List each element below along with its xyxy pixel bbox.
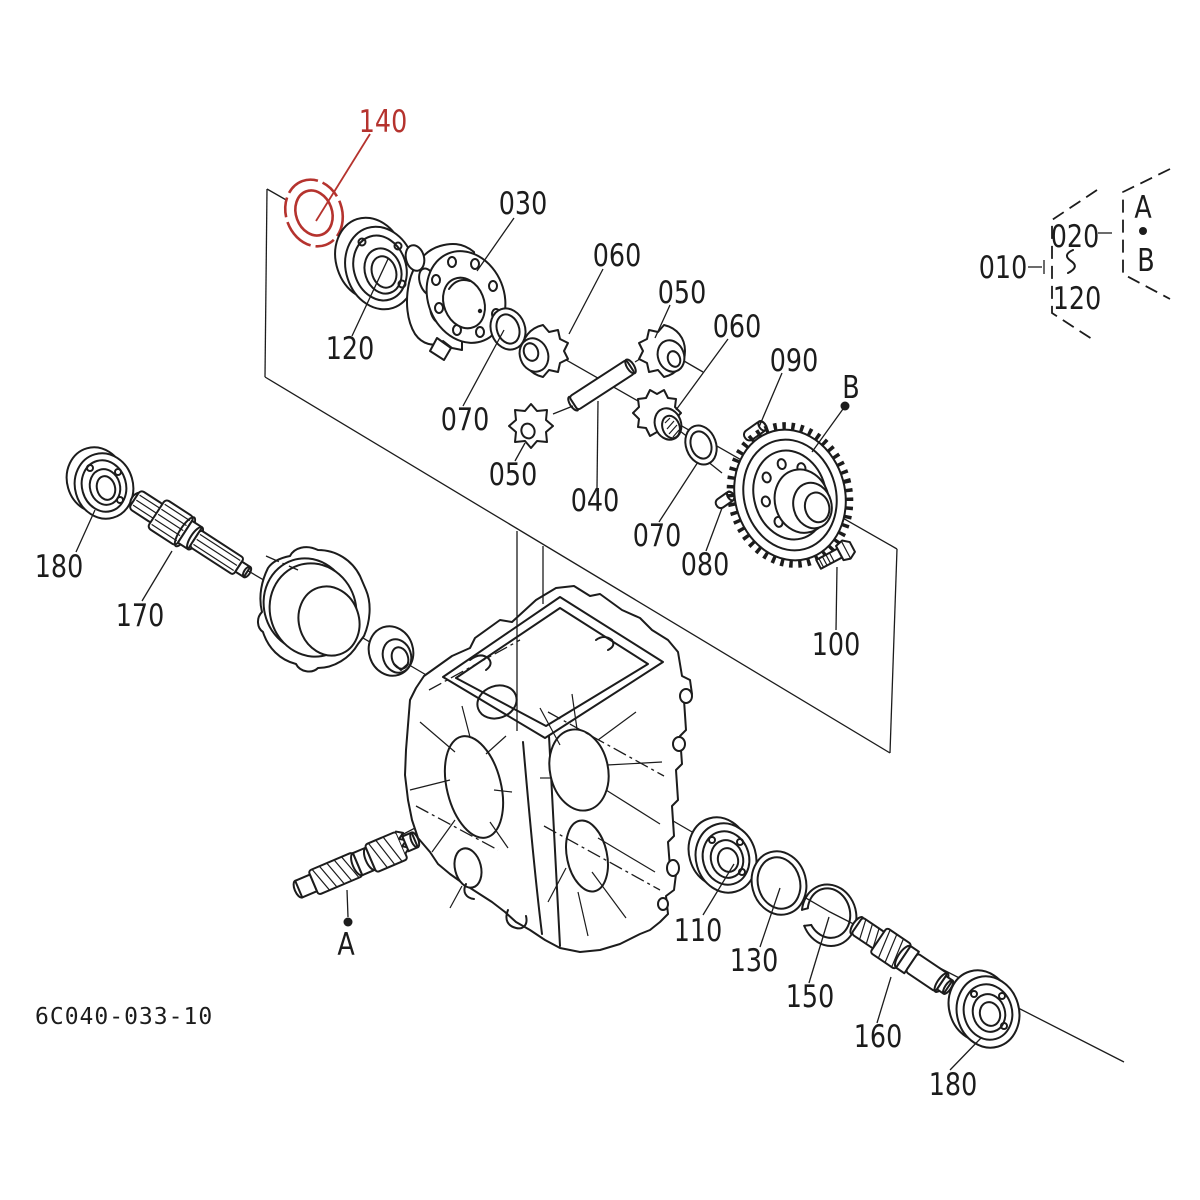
leader-060-1 [568, 268, 604, 335]
leader-030 [476, 217, 515, 272]
legend-dot [1139, 227, 1147, 235]
label-legend-120: 120 [1053, 281, 1101, 317]
section-dot-A-point [343, 917, 353, 927]
label-060-1: 060 [593, 238, 641, 274]
legend-brackets [1028, 168, 1171, 342]
section-point-dots [343, 227, 1147, 927]
label-120: 120 [326, 331, 374, 367]
section-dot-B-point [840, 401, 850, 411]
label-090: 090 [770, 343, 818, 379]
part-180-bearing-left [65, 446, 135, 520]
label-A-point: A [337, 927, 355, 963]
leader-050-1 [654, 304, 671, 339]
label-160: 160 [854, 1019, 902, 1055]
label-110: 110 [674, 913, 722, 949]
label-070-2: 070 [633, 518, 681, 554]
label-130: 130 [730, 943, 778, 979]
leader-110 [702, 863, 735, 916]
leader-130 [759, 887, 781, 948]
label-legend-B: B [1137, 243, 1154, 279]
label-100: 100 [812, 627, 860, 663]
section-plate-front-edges [264, 376, 898, 754]
part-140-shim-ring [283, 178, 345, 248]
leader-090 [758, 372, 783, 428]
label-legend-A: A [1134, 190, 1152, 226]
leader-040 [596, 400, 599, 489]
label-050-1: 050 [658, 275, 706, 311]
label-060-2: 060 [713, 309, 761, 345]
label-150: 150 [786, 979, 834, 1015]
label-180-1: 180 [35, 549, 83, 585]
leader-060-2 [675, 338, 729, 411]
leader-lines [75, 133, 982, 1071]
leader-140 [315, 133, 371, 222]
label-legend-020: 020 [1051, 219, 1099, 255]
part-160-spline-shaft [849, 915, 955, 995]
part-060-bevel-gear-left [518, 324, 569, 378]
leader-050-2 [514, 442, 526, 462]
label-140: 140 [359, 104, 407, 140]
leader-080 [705, 507, 723, 552]
leader-120 [351, 258, 389, 337]
leader-070-2 [658, 461, 699, 523]
label-040: 040 [571, 483, 619, 519]
part-070-thrust-washer-right [684, 424, 718, 466]
label-170: 170 [116, 598, 164, 634]
part-180-bearing-right [947, 969, 1021, 1049]
part-170-pinion-shaft [129, 490, 253, 579]
label-080: 080 [681, 547, 729, 583]
leader-180-1 [75, 509, 96, 553]
leader-100 [835, 566, 838, 631]
part-050-star-washer [508, 403, 554, 449]
label-B-point: B [842, 370, 859, 406]
transmission-case [404, 585, 693, 953]
part-100-bolt [815, 539, 856, 570]
leader-150 [808, 916, 830, 984]
label-050-2: 050 [489, 457, 537, 493]
part-110-bearing [687, 816, 758, 894]
label-legend-010: 010 [979, 250, 1027, 286]
leader-070-1 [462, 329, 505, 407]
leader-160 [876, 976, 892, 1024]
leader-170 [141, 550, 173, 602]
part-050-bevel-gear-top [638, 324, 686, 378]
part-coupling [367, 625, 415, 677]
part-labels: 140030060050060090B120070050040070080100… [35, 104, 1155, 1103]
legend-range-squiggle [1066, 249, 1076, 274]
drawing-code: 6C040-033-10 [35, 1004, 213, 1030]
part-040-pinion-shaft [567, 358, 637, 412]
part-060-spider-gear [632, 389, 683, 441]
leader-B-point [811, 408, 844, 453]
part-030-differential-case [404, 242, 507, 361]
label-180-2: 180 [929, 1067, 977, 1103]
label-030: 030 [499, 186, 547, 222]
label-070-1: 070 [441, 402, 489, 438]
leader-A-point [346, 889, 349, 918]
part-080-pin [714, 490, 736, 510]
leader-180-2 [949, 1037, 982, 1071]
part-input-shaft-A [292, 830, 421, 899]
part-ring-gear [726, 422, 854, 568]
part-bearing-retainer [257, 546, 371, 673]
part-130-shim [750, 850, 808, 916]
